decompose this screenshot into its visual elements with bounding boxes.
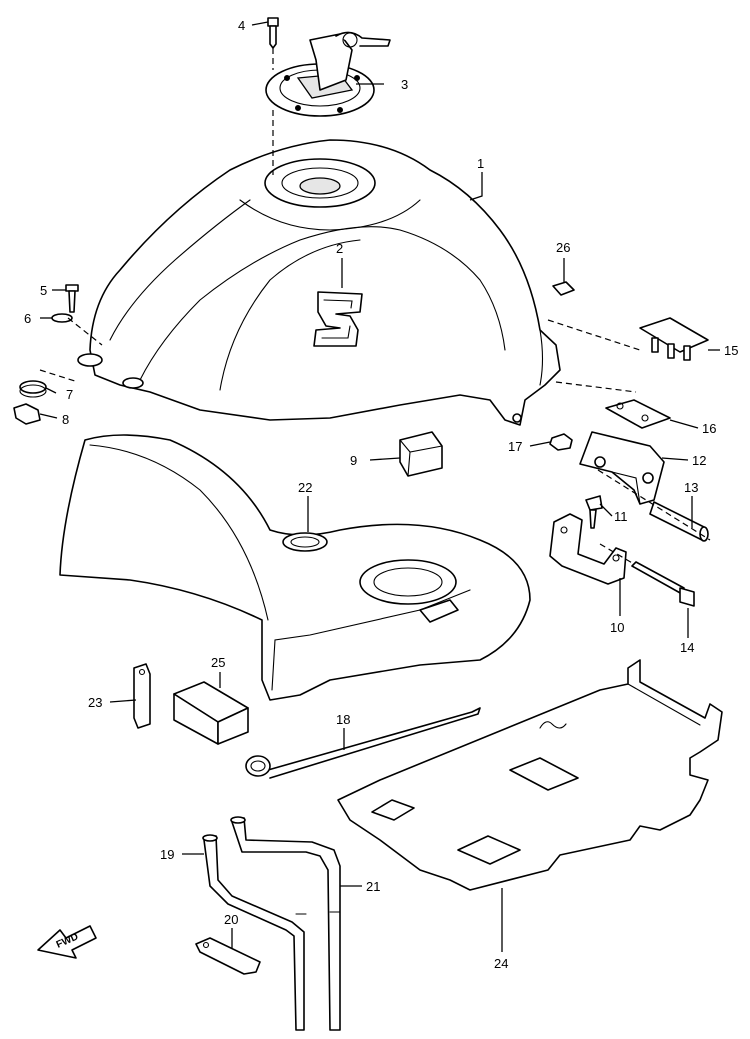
callout-20: 20 <box>224 912 238 927</box>
part-22-lower-cover <box>59 434 531 701</box>
callout-labels: 4 3 1 2 5 6 7 8 26 15 9 17 16 12 13 11 2… <box>24 18 738 971</box>
callout-23: 23 <box>88 695 102 710</box>
callout-22: 22 <box>298 480 312 495</box>
part-3-fuel-cap <box>265 31 391 117</box>
callout-24: 24 <box>494 956 508 971</box>
part-20-clamp <box>195 937 261 975</box>
part-4-screw <box>267 17 279 175</box>
part-16-rubber <box>605 399 671 429</box>
callout-13: 13 <box>684 480 698 495</box>
callout-21: 21 <box>366 879 380 894</box>
callout-18: 18 <box>336 712 350 727</box>
part-17-nut <box>549 433 573 451</box>
part-23-clip-band <box>133 663 151 729</box>
leader-lines <box>39 21 720 952</box>
callout-26: 26 <box>556 240 570 255</box>
part-10-stay <box>549 513 627 585</box>
callout-4: 4 <box>238 18 245 33</box>
callout-2: 2 <box>336 241 343 256</box>
part-12-bracket <box>579 431 665 505</box>
fwd-arrow-icon: FWD <box>37 925 97 959</box>
callout-17: 17 <box>508 439 522 454</box>
callout-12: 12 <box>692 453 706 468</box>
part-9-cushion <box>399 431 443 477</box>
part-24-shield-plate <box>337 659 723 891</box>
part-25-foam-block <box>173 681 249 745</box>
callout-25: 25 <box>211 655 225 670</box>
callout-19: 19 <box>160 847 174 862</box>
callout-16: 16 <box>702 421 716 436</box>
part-5-bolt <box>65 284 79 313</box>
part-19-hose <box>202 834 305 1031</box>
part-18-wire-rod <box>245 707 481 779</box>
part-6-washer <box>51 313 73 323</box>
callout-3: 3 <box>401 77 408 92</box>
callout-5: 5 <box>40 283 47 298</box>
part-11-bolt <box>585 495 603 529</box>
callout-6: 6 <box>24 311 31 326</box>
callout-1: 1 <box>477 156 484 171</box>
callout-10: 10 <box>610 620 624 635</box>
part-7-cushion <box>19 380 47 398</box>
part-1-fuel-tank <box>77 139 561 426</box>
callout-11: 11 <box>614 509 628 524</box>
callout-14: 14 <box>680 640 694 655</box>
part-14-long-bolt <box>631 561 695 607</box>
callout-15: 15 <box>724 343 738 358</box>
part-8-collar <box>13 403 41 425</box>
part-21-hose <box>230 816 341 1031</box>
callout-8: 8 <box>62 412 69 427</box>
callout-9: 9 <box>350 453 357 468</box>
part-2-emblem <box>313 291 363 347</box>
part-26-pad <box>552 281 575 296</box>
callout-7: 7 <box>66 387 73 402</box>
part-15-damper <box>639 317 709 361</box>
